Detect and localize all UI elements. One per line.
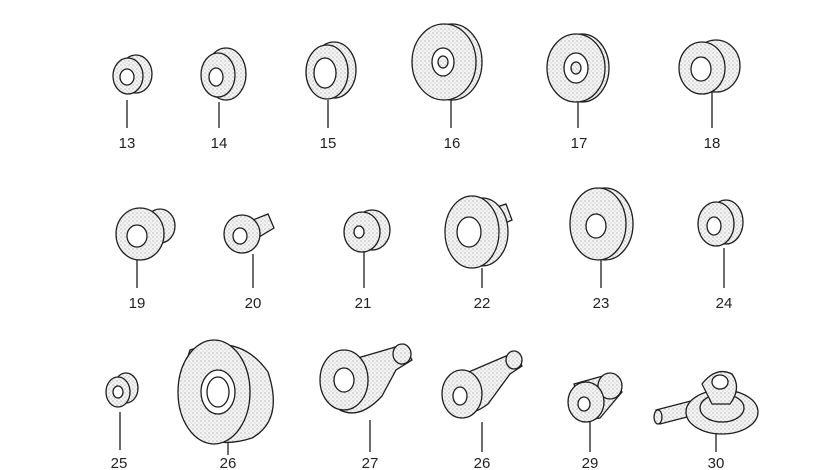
- part-number-23: 23: [592, 295, 610, 312]
- part-number-19: 19: [128, 295, 146, 312]
- grommet-30-drawing: [653, 370, 759, 452]
- part-number-20: 20: [244, 295, 262, 312]
- part-number-17: 17: [570, 135, 588, 152]
- grommet-22-drawing: [444, 195, 513, 288]
- part-number-13: 13: [118, 135, 136, 152]
- part-number-24: 24: [715, 295, 733, 312]
- part-number-22: 22: [473, 295, 491, 312]
- part-number-26-b: 26: [473, 455, 491, 470]
- grommet-17-drawing: [546, 33, 610, 128]
- part-number-21: 21: [354, 295, 372, 312]
- grommet-25-drawing: [105, 372, 139, 450]
- grommet-24-drawing: [697, 199, 744, 288]
- grommet-20-drawing: [223, 213, 275, 288]
- part-number-25: 25: [110, 455, 128, 470]
- grommet-26a-drawing: [177, 339, 274, 455]
- part-number-16: 16: [443, 135, 461, 152]
- part-number-18: 18: [703, 135, 721, 152]
- part-number-14: 14: [210, 135, 228, 152]
- part-number-15: 15: [319, 135, 337, 152]
- grommet-29-drawing: [567, 372, 623, 452]
- part-number-26-a: 26: [219, 455, 237, 470]
- part-number-30: 30: [707, 455, 725, 470]
- grommet-19-drawing: [115, 207, 176, 288]
- part-number-27: 27: [361, 455, 379, 470]
- grommet-15-drawing: [305, 41, 357, 128]
- grommet-16-drawing: [411, 23, 483, 128]
- grommet-13-drawing: [112, 54, 153, 128]
- grommet-21-drawing: [343, 209, 391, 288]
- grommet-27-drawing: [319, 343, 413, 452]
- grommet-18-drawing: [678, 39, 741, 128]
- grommet-23-drawing: [569, 187, 634, 288]
- grommet-26b-drawing: [441, 350, 523, 452]
- part-number-29: 29: [581, 455, 599, 470]
- grommet-14-drawing: [200, 47, 247, 128]
